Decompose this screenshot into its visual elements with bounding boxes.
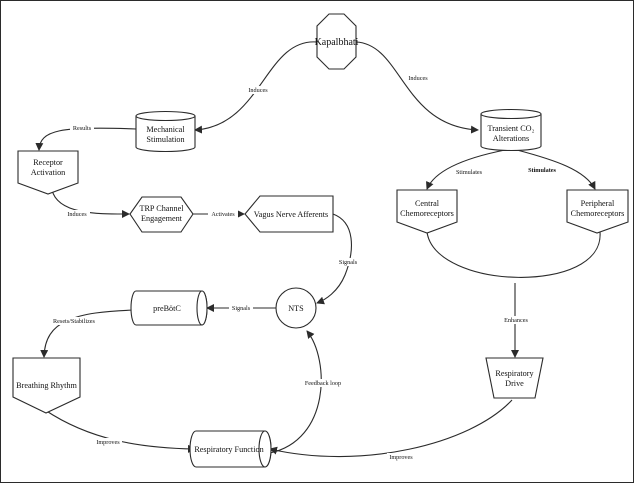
node-kapalbhati-label: Kapalbhati — [315, 37, 359, 48]
edge-vagus-nts — [316, 213, 352, 305]
label-signals-vagus: Signals — [339, 259, 358, 266]
edge-co2-central — [426, 149, 506, 190]
label-resets-stabilizes: Resets/Stabilizes — [53, 318, 96, 325]
label-enhances: Enhances — [504, 317, 528, 324]
node-nts-label: NTS — [288, 304, 304, 313]
edge-drive-function — [269, 399, 513, 458]
node-transient-co2: Transient CO₂ Alterations — [480, 108, 542, 152]
node-vagus-nerve: Vagus Nerve Afferents — [244, 195, 334, 233]
node-breathing-rhythm: Breathing Rhythm — [12, 357, 81, 414]
node-function-label: Respiratory Function — [194, 445, 263, 454]
edge-chemoreceptors-merge — [426, 231, 601, 278]
label-stimulates-central: Stimulates — [456, 169, 483, 176]
node-receptor-activation: Receptor Activation — [17, 150, 79, 195]
label-induces-right: Induces — [408, 75, 428, 82]
node-prebotc: preBötC — [130, 290, 208, 326]
node-vagus-label: Vagus Nerve Afferents — [254, 210, 328, 219]
node-nts: NTS — [275, 287, 317, 329]
label-feedback-loop: Feedback loop — [305, 380, 341, 387]
node-breathing-label: Breathing Rhythm — [16, 381, 77, 390]
edge-labels: Induces Induces Results Induces Activate… — [50, 74, 560, 461]
node-receptor-label-2: Activation — [31, 168, 66, 177]
node-co2-label-2: Alterations — [493, 134, 529, 143]
label-induces-left: Induces — [248, 87, 268, 94]
node-receptor-label-1: Receptor — [33, 158, 63, 167]
node-respiratory-drive: Respiratory Drive — [485, 357, 544, 399]
node-central-label-2: Chemoreceptors — [400, 209, 454, 218]
node-trp-channel: TRP Channel Engagement — [129, 196, 194, 233]
edge-receptor-trp — [51, 189, 130, 219]
label-improves-right: Improves — [389, 454, 413, 461]
node-trp-label-1: TRP Channel — [139, 204, 184, 213]
edge-function-nts — [269, 330, 322, 454]
node-mechanical-stimulation: Mechanical Stimulation — [135, 110, 196, 153]
node-central-chemoreceptors: Central Chemoreceptors — [396, 189, 458, 234]
label-activates: Activates — [211, 211, 235, 218]
node-peripheral-chemoreceptors: Peripheral Chemoreceptors — [566, 189, 629, 234]
edge-kapalbhati-co2 — [355, 41, 479, 134]
node-drive-label-1: Respiratory — [495, 369, 534, 378]
node-prebotc-label: preBötC — [153, 304, 181, 313]
label-improves-left: Improves — [96, 439, 120, 446]
label-signals-prebotc: Signals — [232, 305, 251, 312]
node-peripheral-label-2: Chemoreceptors — [571, 209, 625, 218]
node-kapalbhati: Kapalbhati — [315, 13, 359, 70]
node-drive-label-2: Drive — [505, 379, 524, 388]
node-mechanical-label-2: Stimulation — [146, 135, 184, 144]
node-peripheral-label-1: Peripheral — [581, 199, 615, 208]
node-mechanical-label-1: Mechanical — [146, 125, 185, 134]
node-trp-label-2: Engagement — [141, 214, 183, 223]
edge-kapalbhati-mechanical — [194, 41, 318, 134]
label-results: Results — [73, 125, 92, 132]
node-co2-label-1: Transient CO₂ — [488, 124, 535, 133]
edge-mechanical-receptor — [35, 127, 137, 151]
node-central-label-1: Central — [415, 199, 440, 208]
label-induces-trp: Induces — [67, 211, 87, 218]
edge-co2-peripheral — [516, 149, 596, 190]
label-stimulates-peripheral: Stimulates — [528, 167, 556, 174]
node-respiratory-function: Respiratory Function — [189, 430, 272, 468]
